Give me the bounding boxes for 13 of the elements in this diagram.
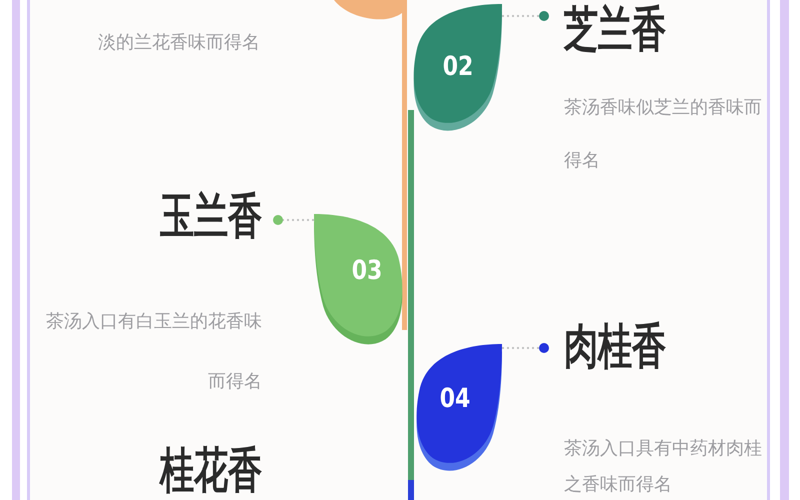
- step-number: 02: [442, 54, 474, 82]
- step-number: 04: [440, 386, 470, 414]
- leader-line: [273, 215, 314, 225]
- item-description: 茶汤入口有白玉兰的花香味而得名: [45, 310, 262, 394]
- item-title: 芝兰香: [564, 3, 666, 57]
- item-description: 茶汤入口具有中药材肉桂之香味而得名: [564, 437, 763, 497]
- item-title: 桂花香: [160, 444, 262, 498]
- item-title: 肉桂香: [564, 320, 666, 374]
- leader-line: [502, 11, 549, 21]
- item-title: 玉兰香: [160, 190, 262, 244]
- item-description: 淡的兰花香味而得名: [98, 31, 260, 55]
- item-description: 茶汤香味似芝兰的香味而得名: [564, 96, 763, 173]
- step-number: 03: [352, 258, 382, 286]
